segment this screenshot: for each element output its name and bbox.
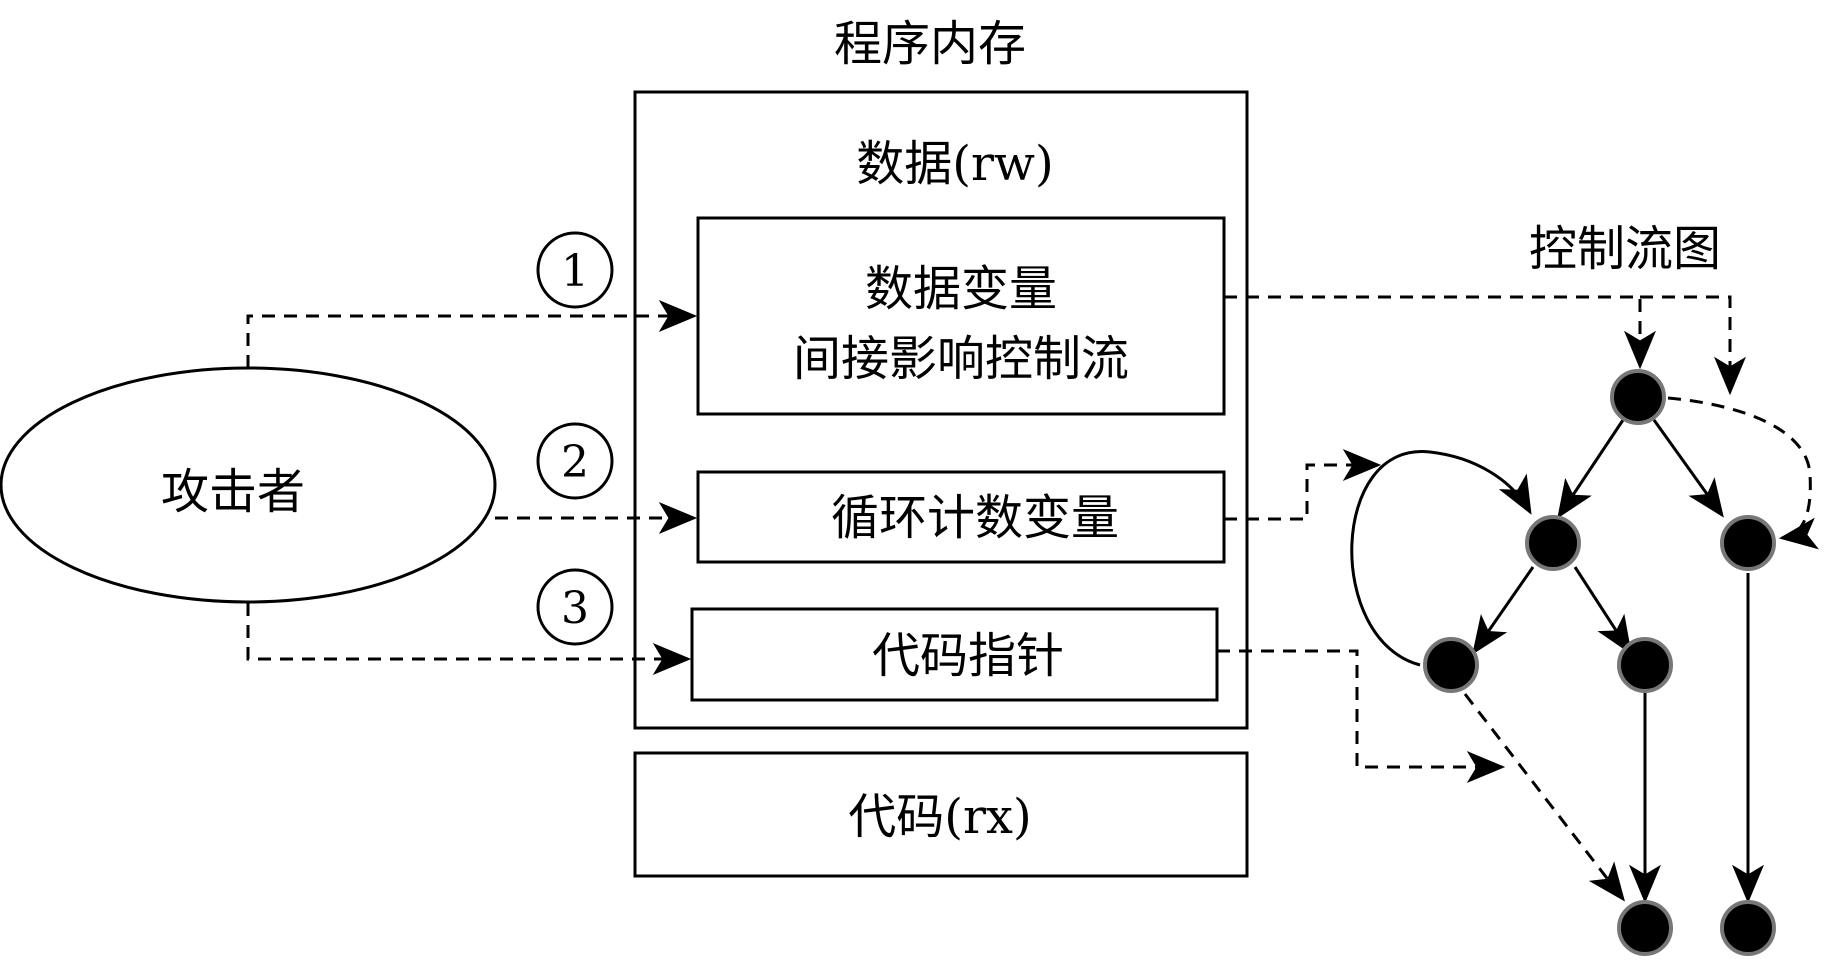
loop-counter-box xyxy=(696,470,1226,564)
cfg-edge xyxy=(1557,419,1625,519)
hijack-edge-right-curve xyxy=(1667,396,1819,550)
memory-title: 程序内存 xyxy=(834,16,1026,72)
cfg-node xyxy=(1617,637,1673,693)
cfg-hijack-edges xyxy=(1217,295,1819,902)
hijack-edge-loop-counter xyxy=(1224,449,1382,521)
cfg-edge xyxy=(1573,566,1632,655)
marker-2-circle xyxy=(536,422,614,500)
hijack-edge-code-pointer xyxy=(1217,649,1506,783)
marker-1-circle xyxy=(536,231,614,309)
cfg-node xyxy=(1720,900,1776,956)
loop-counter-label: 循环计数变量 xyxy=(831,490,1119,546)
cfg-node xyxy=(1525,515,1581,571)
data-section-label: 数据(rw) xyxy=(856,136,1054,192)
data-variable-box xyxy=(696,216,1226,416)
attacker-label: 攻击者 xyxy=(161,464,305,520)
code-pointer-box xyxy=(690,607,1219,702)
hijack-edge-data-variable xyxy=(1224,295,1656,370)
hijack-edge-node-skip xyxy=(1463,693,1625,902)
cfg-edge xyxy=(1472,566,1535,655)
attack-arrow-3 xyxy=(246,603,692,675)
hijack-edge-data-variable-2 xyxy=(1640,295,1746,396)
cfg-nodes xyxy=(1423,369,1776,956)
code-section-label: 代码(rx) xyxy=(848,789,1031,845)
cfg-node xyxy=(1610,369,1666,425)
cfg-title: 控制流图 xyxy=(1529,221,1721,277)
cfg-node xyxy=(1423,637,1479,693)
cfg-loop-edge xyxy=(1350,450,1532,667)
marker-3-label: 3 xyxy=(561,583,589,634)
code-section-box xyxy=(633,751,1249,878)
cfg-edge xyxy=(1652,419,1724,518)
cfg-node xyxy=(1720,515,1776,571)
code-pointer-label: 代码指针 xyxy=(872,628,1064,684)
cfg-node xyxy=(1617,900,1673,956)
attack-arrow-1 xyxy=(246,300,698,368)
marker-1-label: 1 xyxy=(561,246,589,297)
data-variable-line2: 间接影响控制流 xyxy=(793,331,1129,387)
marker-2-label: 2 xyxy=(561,437,589,488)
cfg-edges xyxy=(1350,419,1764,904)
data-variable-line1: 数据变量 xyxy=(865,261,1057,317)
marker-3-circle xyxy=(536,568,614,646)
